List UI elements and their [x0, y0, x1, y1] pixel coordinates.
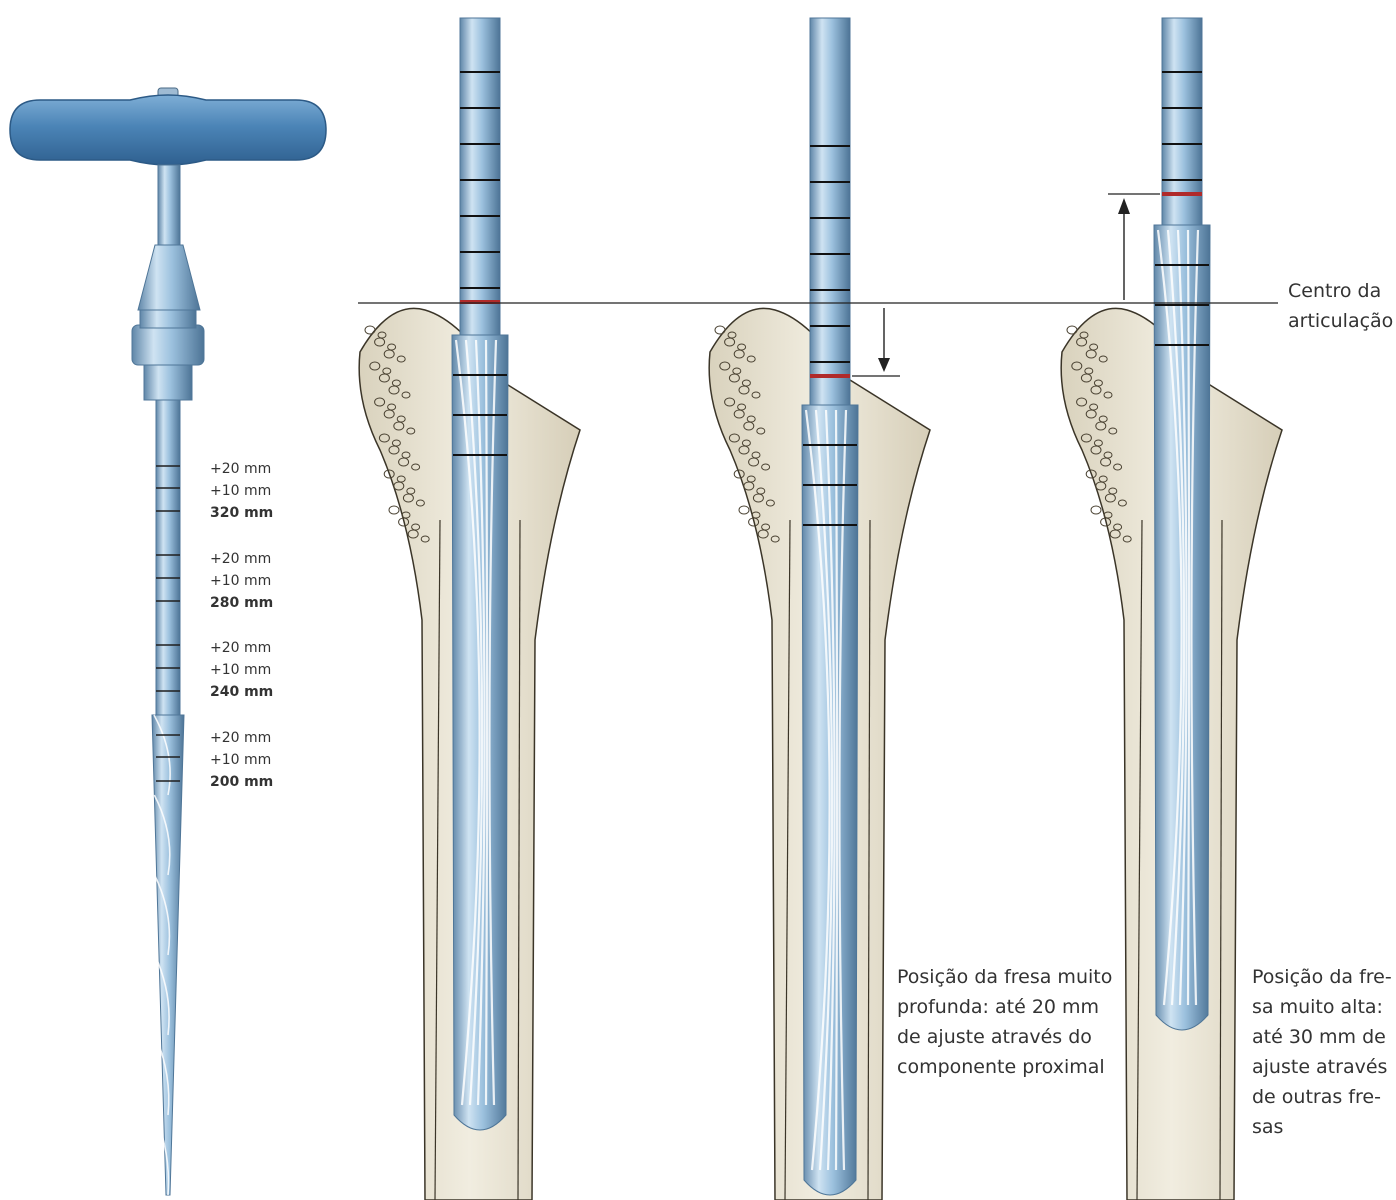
joint-center-label-line: articulação	[1288, 306, 1393, 336]
reamer-shaft	[802, 18, 858, 1195]
reamer-shaft	[1154, 18, 1210, 1030]
scale-plus20: +20 mm	[210, 458, 273, 480]
scale-plus20: +20 mm	[210, 727, 273, 749]
scale-length: 240 mm	[210, 681, 273, 703]
reamer-shaft	[452, 18, 508, 1130]
arrow-down-icon	[852, 308, 900, 376]
scale-length: 320 mm	[210, 502, 273, 524]
scale-plus20: +20 mm	[210, 637, 273, 659]
caption-line: profunda: até 20 mm	[897, 992, 1137, 1022]
caption-too-deep: Posição da fresa muito profunda: até 20 …	[897, 962, 1137, 1082]
scale-plus10: +10 mm	[210, 749, 273, 771]
scale-length: 200 mm	[210, 771, 273, 793]
caption-line: de ajuste através do	[897, 1022, 1137, 1052]
caption-line: ajuste através	[1252, 1052, 1392, 1082]
arrow-up-icon	[1108, 194, 1160, 300]
caption-line: até 30 mm de	[1252, 1022, 1392, 1052]
scale-group-200: +20 mm +10 mm 200 mm	[210, 727, 273, 793]
scale-group-280: +20 mm +10 mm 280 mm	[210, 548, 273, 614]
caption-line: de outras fre-	[1252, 1082, 1392, 1112]
scale-plus10: +10 mm	[210, 659, 273, 681]
caption-line: sas	[1252, 1112, 1392, 1142]
scale-group-240: +20 mm +10 mm 240 mm	[210, 637, 273, 703]
joint-center-label-line: Centro da	[1288, 276, 1393, 306]
caption-too-high: Posição da fre- sa muito alta: até 30 mm…	[1252, 962, 1392, 1142]
caption-line: sa muito alta:	[1252, 992, 1392, 1022]
joint-center-label: Centro da articulação	[1288, 276, 1393, 336]
caption-line: componente proximal	[897, 1052, 1137, 1082]
scale-plus10: +10 mm	[210, 480, 273, 502]
scale-group-320: +20 mm +10 mm 320 mm	[210, 458, 273, 524]
scale-plus20: +20 mm	[210, 548, 273, 570]
t-handle-reamer-icon	[10, 88, 326, 1195]
caption-line: Posição da fre-	[1252, 962, 1392, 992]
panel-reference	[359, 18, 580, 1200]
scale-plus10: +10 mm	[210, 570, 273, 592]
caption-line: Posição da fresa muito	[897, 962, 1137, 992]
scale-length: 280 mm	[210, 592, 273, 614]
